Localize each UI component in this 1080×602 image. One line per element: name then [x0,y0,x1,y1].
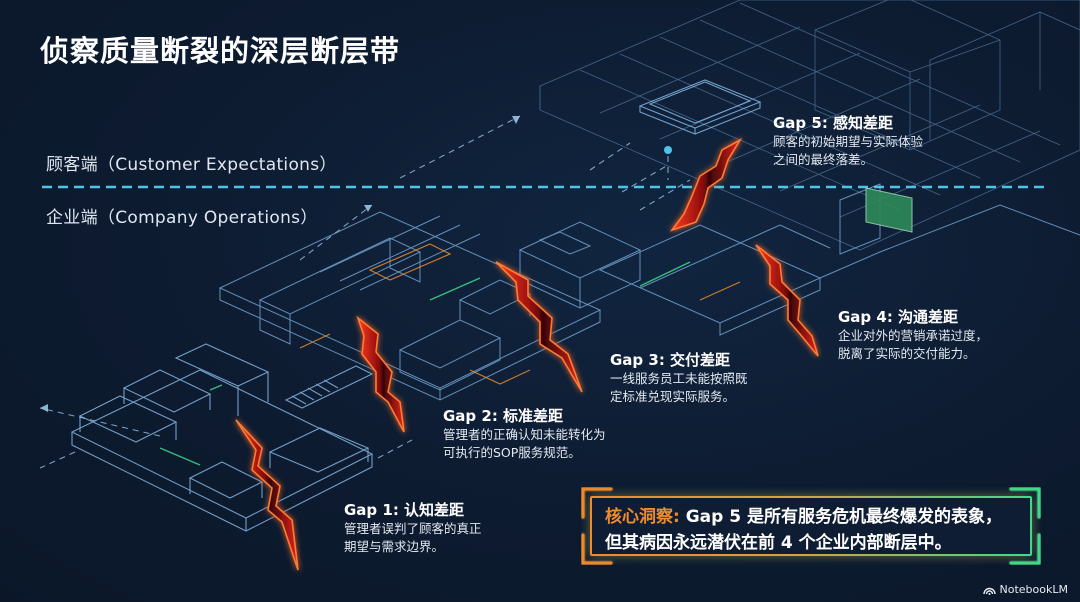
gap-3-title: Gap 3: 交付差距 [610,351,731,369]
rooftop-box [638,79,762,135]
company-platform-left [70,343,374,532]
arrow-heads [40,116,520,412]
gap-1-description: 管理者误判了顾客的真正 期望与需求边界。 [344,521,482,554]
insight-line-1: Gap 5 是所有服务危机最终爆发的表象， [679,507,1002,527]
gap-4-callout: Gap 4: 沟通差距 企业对外的营销承诺过度， 脱离了实际的交付能力。 [838,307,988,363]
company-platform-middle [218,211,602,401]
page-title: 侦察质量断裂的深层断层带 [40,34,401,68]
crack-gap-3 [495,261,583,393]
display-screen [865,187,913,233]
insight-key-label: 核心洞察: [605,507,680,527]
gap-5-title: Gap 5: 感知差距 [773,114,894,132]
marker-dot [664,146,672,154]
gap-2-callout: Gap 2: 标准差距 管理者的正确认知未能转化为 可执行的SOP服务规范。 [443,406,606,462]
crack-gap-1 [235,419,299,571]
notebooklm-logo-icon [982,587,996,595]
core-insight-box: 核心洞察: Gap 5 是所有服务危机最终爆发的表象， 但其病因永远潜伏在前 4… [581,487,1041,565]
gap-3-callout: Gap 3: 交付差距 一线服务员工未能按照既 定标准兑现实际服务。 [610,350,748,406]
fault-cracks [235,137,819,571]
gap-2-description: 管理者的正确认知未能转化为 可执行的SOP服务规范。 [443,427,606,460]
notebooklm-watermark: NotebookLM [982,583,1068,596]
insight-frame-brackets [581,487,1041,565]
crack-gap-2 [356,315,405,433]
gap-5-callout: Gap 5: 感知差距 顾客的初始期望与实际体验 之间的最终落差。 [773,113,923,169]
crack-gap-5 [669,137,743,232]
company-platform-right [518,183,1080,336]
crack-gap-4 [755,244,819,357]
gap-3-description: 一线服务员工未能按照既 定标准兑现实际服务。 [610,371,748,404]
gap-4-description: 企业对外的营销承诺过度， 脱离了实际的交付能力。 [838,328,989,361]
gap-4-title: Gap 4: 沟通差距 [838,308,959,326]
brand-label: NotebookLM [999,583,1068,596]
gap-1-title: Gap 1: 认知差距 [344,501,465,519]
company-zone-label: 企业端（Company Operations） [46,208,318,228]
gap-5-description: 顾客的初始期望与实际体验 之间的最终落差。 [773,134,924,167]
insight-line-2: 但其病因永远潜伏在前 4 个企业内部断层中。 [605,533,952,553]
insight-inner-frame [590,496,1032,556]
customer-side-structures [539,0,1080,251]
insight-text: 核心洞察: Gap 5 是所有服务危机最终爆发的表象， 但其病因永远潜伏在前 4… [605,504,1027,556]
gap-2-title: Gap 2: 标准差距 [443,407,564,425]
customer-zone-label: 顾客端（Customer Expectations） [46,155,337,175]
gap-1-callout: Gap 1: 认知差距 管理者误判了顾客的真正 期望与需求边界。 [344,500,482,556]
